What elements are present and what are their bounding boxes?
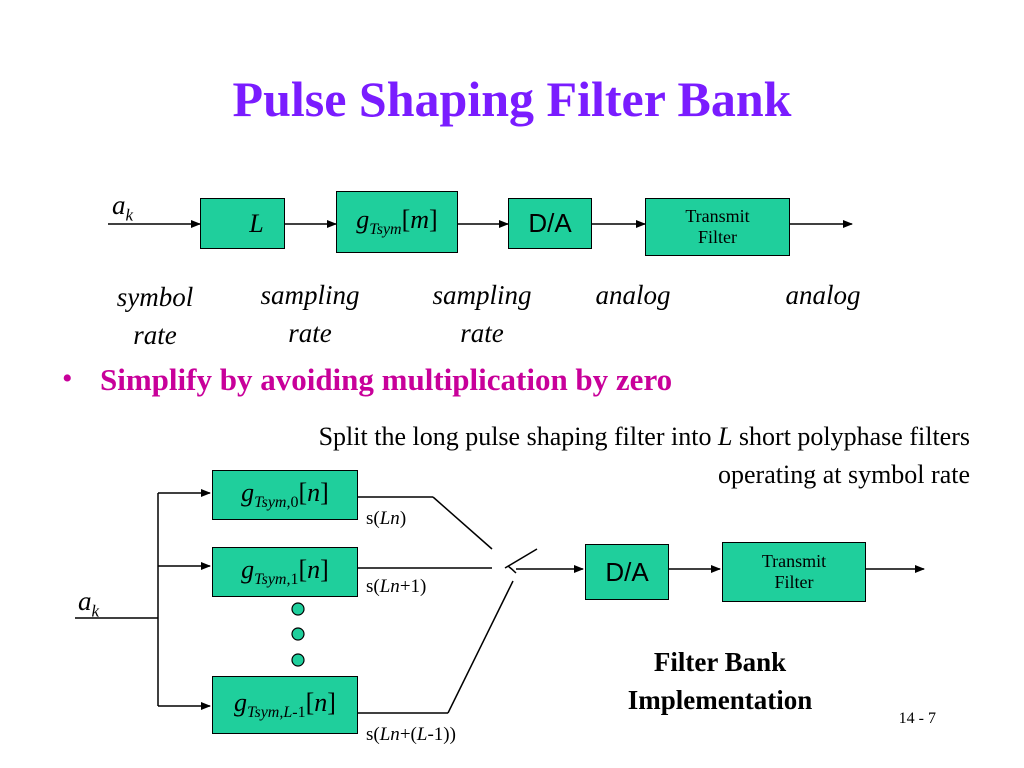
- ellipsis-dot: [291, 653, 305, 667]
- transmit-filter-bank: Transmit Filter: [722, 542, 866, 602]
- input-ak-top: ak: [112, 190, 134, 225]
- page-number: 14 - 7: [898, 710, 936, 727]
- output-label-last: s(Ln+(L-1)): [366, 724, 456, 745]
- polyphase-filter-last: gTsym,L-1[n]: [212, 676, 358, 734]
- filter-bank-caption: Filter Bank Implementation: [627, 647, 813, 715]
- input-ak-bank: ak: [78, 586, 100, 621]
- bullet-marker: •: [62, 362, 73, 395]
- filter-g-tsym: gTsym[m]: [336, 191, 458, 253]
- rate-label-analog-1: analog: [595, 280, 671, 310]
- output-label-0: s(Ln): [366, 508, 407, 529]
- polyphase-filter-0: gTsym,0[n]: [212, 470, 358, 520]
- transmit-filter-top: Transmit Filter: [645, 198, 790, 256]
- slide-title: Pulse Shaping Filter Bank: [232, 71, 792, 127]
- upsampler-box: L: [200, 198, 285, 249]
- ellipsis-dot: [291, 627, 305, 641]
- bullet-text: Simplify by avoiding multiplication by z…: [100, 362, 673, 397]
- upsampler-label: L: [249, 208, 264, 238]
- dac-box-bank: D/A: [585, 544, 669, 600]
- ellipsis-dot: [291, 602, 305, 616]
- output-label-1: s(Ln+1): [366, 576, 427, 597]
- rate-label-analog-2: analog: [785, 280, 861, 310]
- dac-box-top: D/A: [508, 198, 592, 249]
- body-text: Split the long pulse shaping filter into…: [318, 422, 970, 489]
- polyphase-filter-1: gTsym,1[n]: [212, 547, 358, 597]
